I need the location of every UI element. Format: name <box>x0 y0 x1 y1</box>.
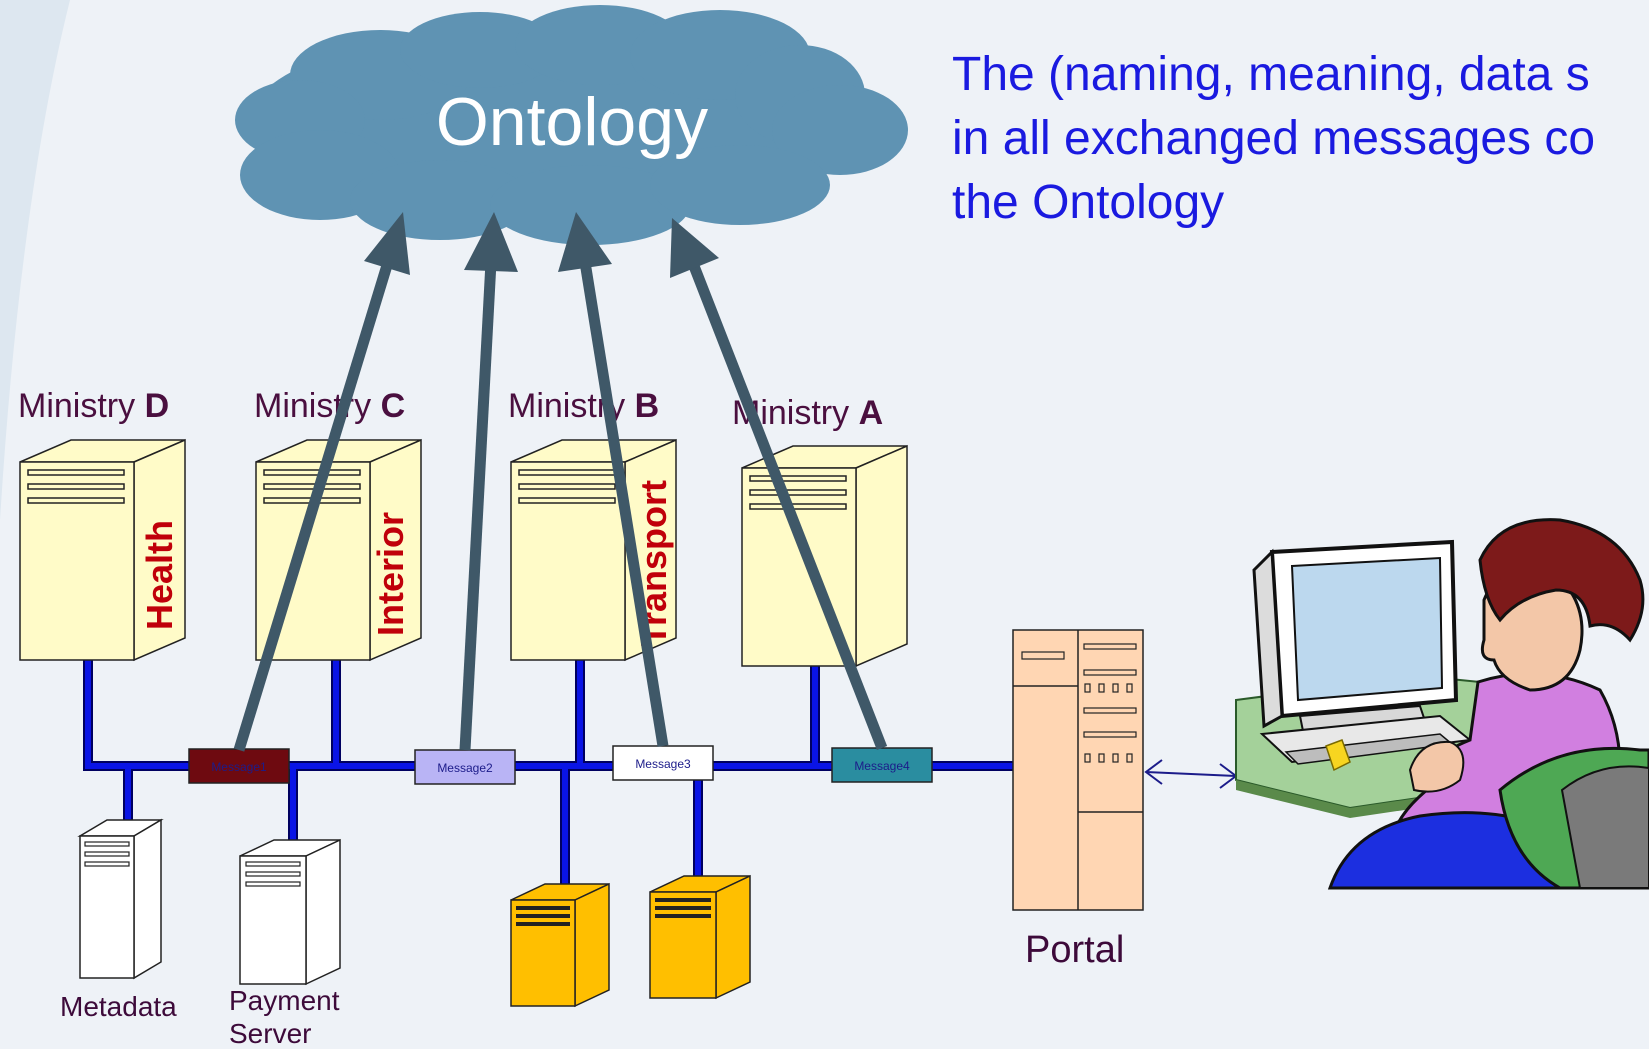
payment-server[interactable] <box>239 838 341 986</box>
note-line-1: The (naming, meaning, data s <box>952 48 1590 101</box>
person-icon <box>1327 518 1649 890</box>
ministry-c-tag: Interior <box>370 512 411 636</box>
ministry-b-label: Ministry B <box>508 387 659 425</box>
desk-edge <box>1236 780 1540 818</box>
note-line-3: the Ontology <box>952 176 1224 229</box>
arrow-message3-to-ontology <box>558 212 669 747</box>
ministry-a-server[interactable] <box>741 444 908 668</box>
ministry-d-server[interactable] <box>19 438 186 662</box>
payment-label-line-1: Payment <box>229 985 340 1016</box>
message-1[interactable]: Message1 <box>188 748 290 784</box>
ministry-c-label: Ministry C <box>254 387 405 425</box>
message-3-box <box>612 745 714 781</box>
computer-icon <box>1252 539 1473 772</box>
arrow-message2-to-ontology <box>459 212 518 751</box>
ministry-d-tag: Health <box>139 520 180 630</box>
metadata-label: Metadata <box>60 991 177 1022</box>
message-3-label: Message3 <box>635 757 691 771</box>
ministry-d-label: Ministry D <box>18 387 169 425</box>
message-2-box <box>414 749 516 785</box>
payment-label-line-2: Server <box>229 1018 311 1049</box>
arrow-message4-to-ontology <box>670 218 888 750</box>
user-at-computer-illustration <box>1235 518 1649 890</box>
portal-label: Portal <box>1025 929 1124 971</box>
message-4[interactable]: Message4 <box>831 747 933 783</box>
note-text-block: The (naming, meaning, data s in all exch… <box>952 48 1595 229</box>
message-1-label: Message1 <box>211 760 267 774</box>
ministry-b-server[interactable] <box>510 438 677 662</box>
message-4-label: Message4 <box>854 759 910 773</box>
network-bus <box>85 660 1015 888</box>
message-2[interactable]: Message2 <box>414 749 516 785</box>
arrow-message1-to-ontology <box>233 212 410 752</box>
message-2-label: Message2 <box>437 761 493 775</box>
note-line-2: in all exchanged messages co <box>952 112 1595 165</box>
gold-server-right[interactable] <box>649 874 751 1000</box>
portal-server[interactable] <box>1012 629 1144 911</box>
ontology-cloud[interactable]: Ontology <box>235 5 908 245</box>
metadata-server[interactable] <box>77 818 164 980</box>
message-3[interactable]: Message3 <box>612 745 714 781</box>
background-swoosh <box>0 0 70 520</box>
message-4-box <box>831 747 933 783</box>
gold-server-left[interactable] <box>510 882 610 1008</box>
ontology-label: Ontology <box>436 84 708 160</box>
